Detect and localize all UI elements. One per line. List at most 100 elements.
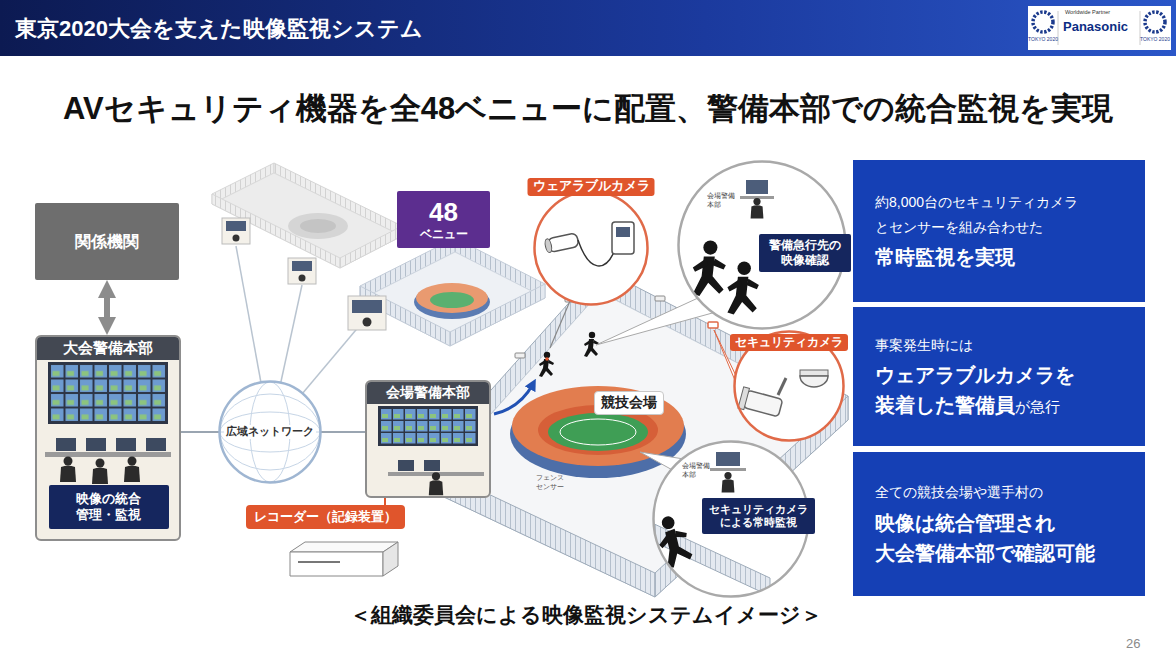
node-text: 48 (429, 198, 458, 227)
callout-circle: 会場警備 本部セキュリティカメラ による常時監視 (652, 440, 810, 598)
text-group: ベニュー (420, 227, 468, 241)
games-hq-room (35, 335, 181, 541)
device-tag: レコーダー（記録装置） (246, 505, 405, 529)
sponsor-tagline: Worldwide Partner (1065, 9, 1110, 16)
wearable-camera (544, 222, 634, 266)
connector-line (321, 431, 365, 433)
venue-hq-room (424, 460, 440, 471)
text-stack: 関係機関 (75, 232, 139, 252)
games-hq-room (86, 438, 106, 451)
games-hq-room (92, 459, 108, 485)
text-group: 警備急行先の 映像確認 (765, 238, 844, 268)
text-stack: 大会警備本部 (37, 337, 179, 360)
far-venue (300, 219, 336, 233)
callout-heading-tag: ウェアラブルカメラ (528, 178, 655, 196)
monitor-room-icon (288, 258, 316, 284)
main-venue (560, 419, 636, 445)
games-hq-room (60, 457, 76, 483)
node-text: ベニュー (420, 227, 468, 241)
summary-panel: 約8,000台のセキュリティカメラ とセンサーを組み合わせた常時監視を実現 (853, 160, 1145, 302)
security-camera (800, 370, 828, 376)
title-bar (0, 0, 1176, 56)
venue-hq-room (380, 408, 476, 444)
node-text: 広域ネットワーク (224, 425, 316, 439)
games-hq-room (124, 457, 140, 483)
monitor-room-icon (222, 218, 386, 330)
far-venue (212, 194, 340, 268)
monitor-room-icon (292, 261, 312, 271)
response-scene (746, 180, 768, 194)
perimeter-scene (722, 472, 735, 492)
monitor-room-icon (348, 296, 386, 330)
callout-pointer (550, 301, 570, 348)
far-venue (212, 163, 402, 268)
sponsor-logo (1028, 6, 1171, 50)
node-text: 全ての競技会場や選手村の (875, 480, 1043, 505)
figure-caption: ＜組織委員会による映像監視システムイメージ＞ (0, 602, 1172, 628)
text-group: レコーダー（記録装置） (254, 509, 397, 525)
page-number: 26 (1126, 636, 1140, 652)
node-text: 会場警備 本部 (707, 192, 739, 210)
node-text: 事案発生時には (875, 333, 973, 358)
main-venue (515, 353, 525, 358)
wearable-camera (616, 227, 630, 237)
perimeter-scene (710, 468, 746, 471)
text-stack: 映像の統合 管理・監視 (71, 491, 146, 524)
games-security-hq: 大会警備本部映像の統合 管理・監視 (35, 335, 181, 541)
monitor-room-icon (226, 221, 246, 231)
text-stack: 48ベニュー (420, 198, 468, 241)
text-group: 全ての競技会場や選手村の (875, 480, 1043, 505)
network-circle: 広域ネットワーク (218, 380, 322, 484)
main-venue (539, 352, 554, 377)
far-venue (340, 226, 402, 268)
slide-headline: AVセキュリティ機器を全48ベニューに配置、警備本部での統合監視を実現 (0, 90, 1176, 129)
response-scene (727, 262, 759, 315)
monitor-room-icon (233, 235, 240, 242)
text-stack: 競技会場 (601, 394, 657, 412)
response-scene (751, 198, 764, 218)
callout-heading-tag: セキュリティカメラ (730, 334, 848, 351)
node-text: 約8,000台のセキュリティカメラ とセンサーを組み合わせた (875, 190, 1099, 239)
nearby-venue (360, 238, 545, 346)
text-stack: 警備急行先の 映像確認 (765, 238, 844, 268)
security-camera (738, 370, 828, 419)
text-group: 映像の統合 管理・監視 (71, 491, 146, 524)
sponsor-name: Panasonic (1063, 19, 1128, 35)
text-group: 事案発生時には (875, 333, 973, 358)
recorder-device (290, 542, 398, 552)
security-camera (738, 387, 783, 419)
node-text: 警備急行先の 映像確認 (765, 238, 844, 268)
sponsor-logo (1145, 12, 1165, 32)
room-heading: 会場警備本部 (367, 382, 489, 404)
main-venue (494, 384, 533, 414)
monitor-room-icon (363, 318, 372, 327)
games-hq-room (56, 438, 76, 451)
fence-label: フェンス (536, 474, 564, 483)
nearby-venue (416, 283, 488, 313)
recorder-device (383, 542, 398, 576)
sponsor-logo (1028, 6, 1171, 50)
circle-outline (535, 192, 648, 305)
nearby-venue (430, 292, 474, 308)
wearable-camera (544, 238, 553, 253)
text-group: 関係機関 (75, 232, 139, 252)
venue-security-hq: 会場警備本部 (365, 380, 491, 498)
node-text: セキュリティカメラ による常時監視 (708, 503, 809, 529)
text-stack: 約8,000台のセキュリティカメラ とセンサーを組み合わせた常時監視を実現 (875, 190, 1099, 272)
games-hq-room (48, 362, 168, 424)
network-globe (219, 381, 321, 483)
wearable-camera (544, 233, 579, 254)
venue-hq-room (398, 460, 414, 471)
circle-outline (533, 190, 649, 306)
callout-circle: 会場警備 本部警備急行先の 映像確認 (677, 160, 847, 330)
perimeter-scene (716, 452, 740, 466)
sponsor-logo (1033, 12, 1053, 32)
network-globe (220, 412, 320, 452)
summary-panel: 全ての競技会場や選手村の映像は統合管理され 大会警備本部で確認可能 (853, 452, 1145, 596)
far-venue (288, 213, 348, 239)
nearby-venue (450, 284, 545, 346)
recorder-device (298, 561, 340, 563)
node-text: 映像は統合管理され 大会警備本部で確認可能 (875, 508, 1105, 568)
node-text: 関係機関 (75, 232, 139, 252)
